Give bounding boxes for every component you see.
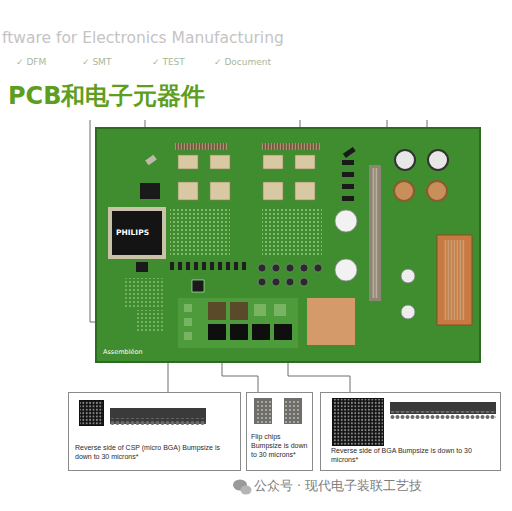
tab-label: ✓ DFM <box>16 57 46 67</box>
tab-label: ✓ SMT <box>82 57 111 67</box>
tab-label: ✓ TEST <box>152 57 185 67</box>
watermark: 公众号 · 现代电子装联工艺技 <box>254 478 422 495</box>
brand-mark: Assembléon <box>103 348 143 356</box>
component-box: Reverse side of CSP (micro BGA) Bumpsize… <box>68 392 241 471</box>
component-caption: Reverse side of CSP (micro BGA) Bumpsize… <box>75 443 225 461</box>
component-box: Reverse side of BGA Bumpsize is down to … <box>320 392 501 471</box>
tab-label: ✓ Document <box>214 57 271 67</box>
component-caption: Flip chips Bumpsize is down to 30 micron… <box>251 432 311 459</box>
header-text: ftware for Electronics Manufacturing <box>2 29 284 47</box>
chip-marking: PHILIPS <box>116 228 149 237</box>
pcb-board <box>96 128 480 362</box>
wechat-icon <box>233 480 252 495</box>
component-box: Flip chips Bumpsize is down to 30 micron… <box>246 392 313 471</box>
slide-title: PCB和电子元器件 <box>8 80 206 112</box>
component-caption: Reverse side of BGA Bumpsize is down to … <box>331 446 481 464</box>
